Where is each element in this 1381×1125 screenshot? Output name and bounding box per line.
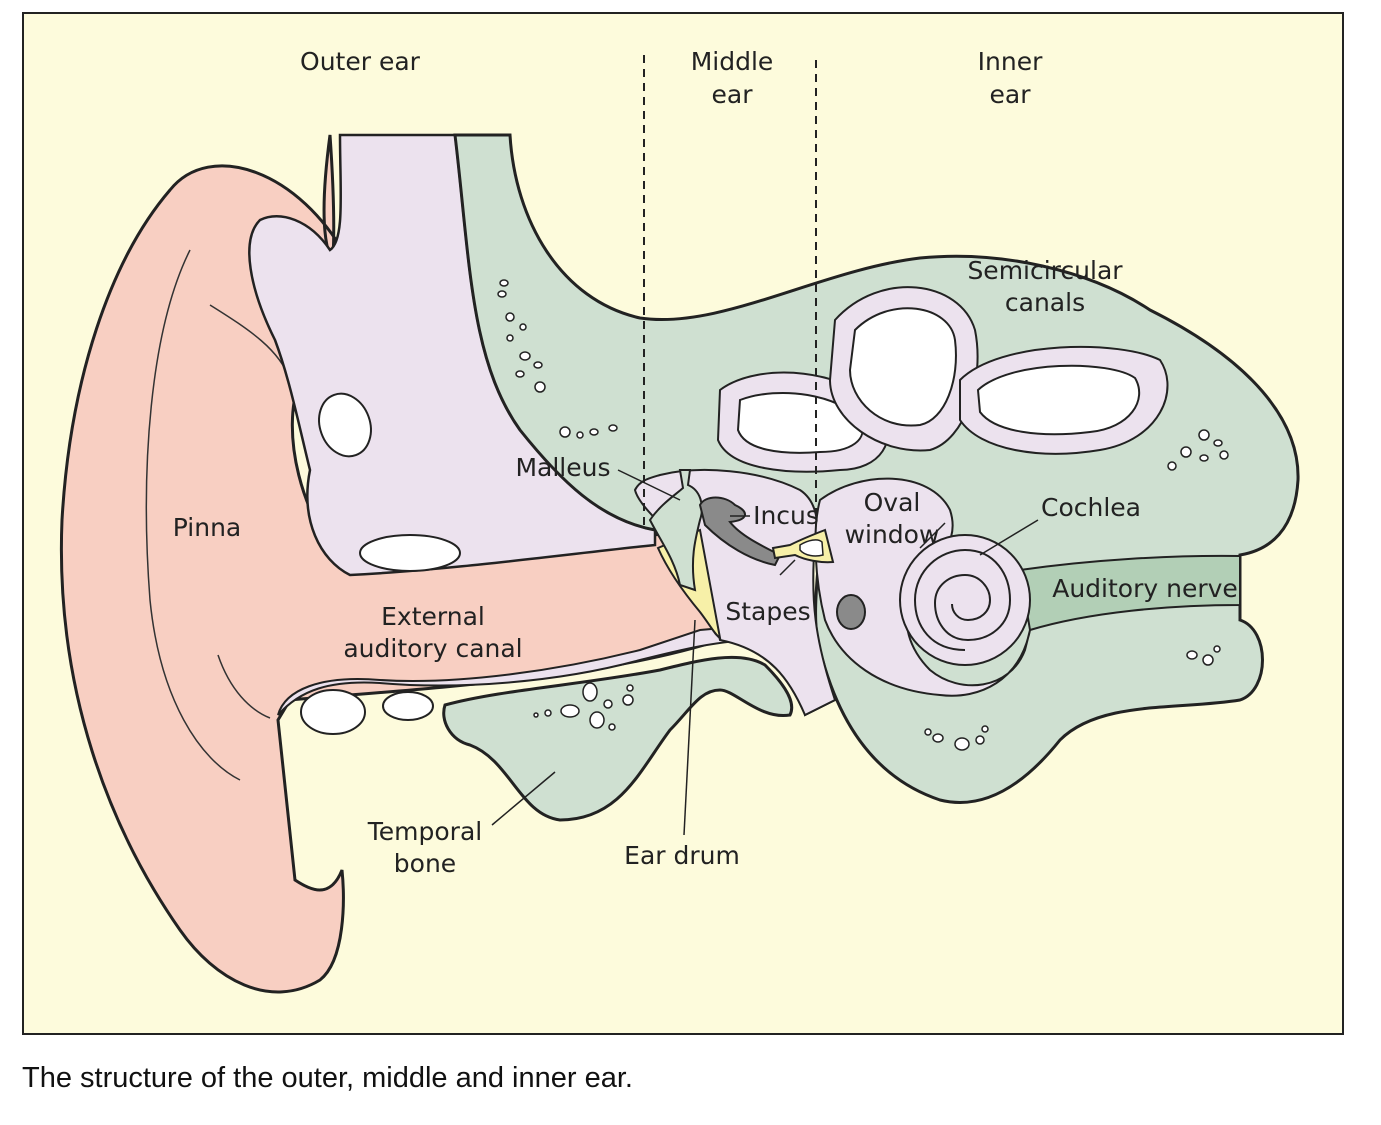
canal-hole-1	[300, 689, 366, 735]
tissue-hole-1	[318, 392, 372, 458]
label-stapes: Stapes	[725, 597, 810, 626]
pinna-lobe-line	[217, 654, 271, 719]
label-ear-drum: Ear drum	[624, 841, 740, 870]
temporal-bone-upper	[453, 133, 1300, 804]
bone-air-cells	[497, 279, 1229, 751]
label-temporal-bone-line2: bone	[394, 849, 456, 878]
label-semicircular-canals-line1: Semicircular	[967, 256, 1123, 285]
semicircular-canal-3-hole	[976, 364, 1141, 436]
semicircular-canal-2-hole	[848, 307, 957, 427]
label-temporal-bone-line1: Temporal	[367, 817, 482, 846]
ear-structure-diagram: Outer ear Middle ear Inner ear Pinna Ext…	[22, 12, 1344, 1035]
temporal-bone-lower	[442, 655, 794, 822]
label-oval-window-line1: Oval	[864, 488, 921, 517]
label-incus: Incus	[753, 501, 819, 530]
region-middle-ear-line1: Middle	[691, 47, 774, 76]
cochlea-outer	[899, 534, 1031, 666]
label-auditory-nerve: Auditory nerve	[1052, 574, 1238, 603]
canal-hole-2	[382, 691, 434, 721]
vestibule	[814, 477, 1031, 697]
label-malleus: Malleus	[515, 453, 610, 482]
figure-caption: The structure of the outer, middle and i…	[22, 1062, 633, 1094]
label-external-auditory-canal-line2: auditory canal	[343, 634, 522, 663]
round-window	[836, 594, 866, 630]
label-pinna: Pinna	[173, 513, 241, 542]
stapes-inner	[799, 539, 824, 557]
label-cochlea: Cochlea	[1041, 493, 1141, 522]
region-inner-ear-line1: Inner	[978, 47, 1043, 76]
incus-shape	[698, 496, 782, 567]
tissue-hole-2	[359, 534, 461, 572]
label-semicircular-canals-line2: canals	[1005, 288, 1085, 317]
semicircular-canal-1-hole	[736, 391, 864, 454]
region-outer-ear: Outer ear	[300, 47, 421, 76]
label-external-auditory-canal-line1: External	[381, 602, 485, 631]
cochlea-spiral	[913, 548, 1012, 651]
region-inner-ear-line2: ear	[990, 80, 1032, 109]
label-oval-window-line2: window	[845, 520, 940, 549]
pinna-inner-fold	[145, 249, 241, 781]
region-middle-ear-line2: ear	[712, 80, 754, 109]
auditory-nerve-band	[1018, 554, 1241, 632]
leader-lines	[491, 469, 1039, 836]
